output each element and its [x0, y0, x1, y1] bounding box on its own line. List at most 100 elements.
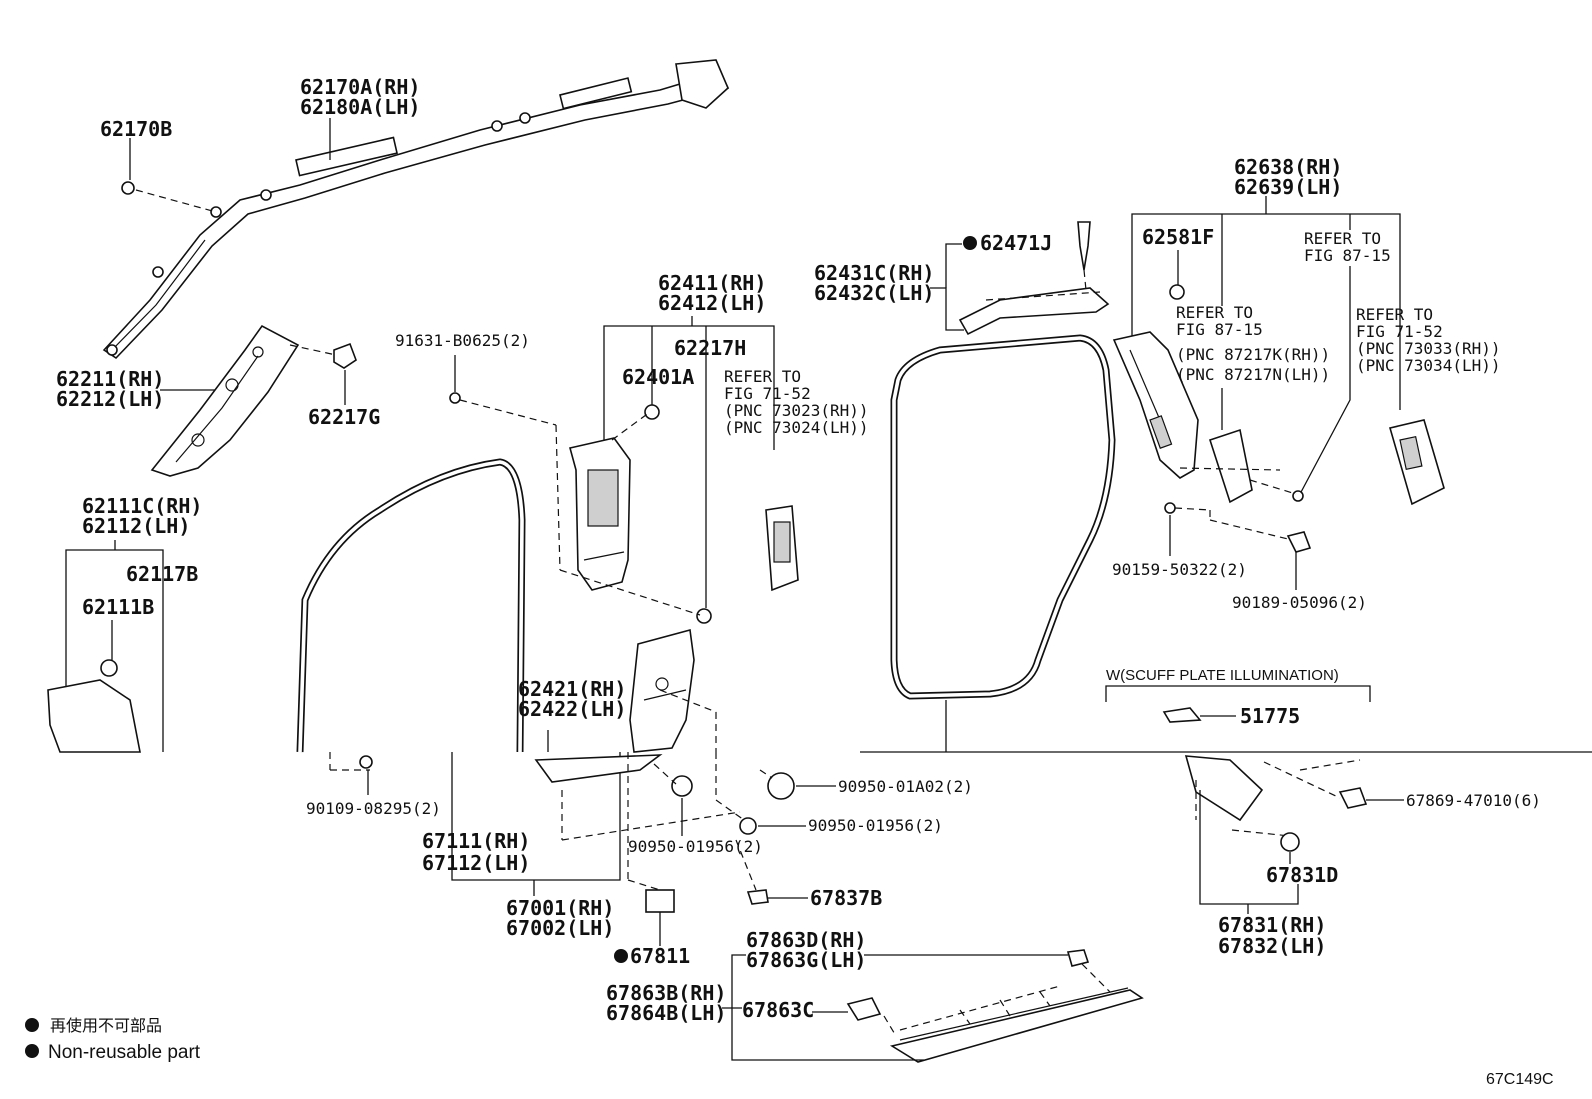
label-91631: 91631-B0625(2) [395, 331, 530, 350]
label-62170a: 62170A(RH) [300, 75, 420, 99]
rear-scuff-part [1184, 755, 1264, 822]
label-refer-7152b-1: REFER TO [1356, 305, 1433, 324]
label-62401a: 62401A [622, 365, 694, 389]
screw-part [1292, 490, 1304, 502]
clip-62581f-part [1169, 284, 1185, 300]
scuff-plate-part [889, 989, 1144, 1063]
label-67111: 67111(RH) [422, 829, 530, 853]
label-62422: 62422(LH) [518, 697, 626, 721]
label-90109: 90109-08295(2) [306, 799, 441, 818]
label-refer-8715b-2: FIG 87-15 [1304, 246, 1391, 265]
label-67831d: 67831D [1266, 863, 1338, 887]
label-62111c: 62111C(RH) [82, 494, 202, 518]
label-62411: 62411(RH) [658, 271, 766, 295]
label-90950-01a02: 90950-01A02(2) [838, 777, 973, 796]
clip-62217g-part [333, 342, 357, 369]
label-67001: 67001(RH) [506, 896, 614, 920]
clip-67863d-part [1066, 949, 1090, 967]
label-62432c: 62432C(LH) [814, 281, 934, 305]
bolt-91631-part [449, 392, 461, 404]
label-62639: 62639(LH) [1234, 175, 1342, 199]
hole-plug-90950a-part [767, 772, 795, 800]
label-62421: 62421(RH) [518, 677, 626, 701]
quarter-pillar-garnish-part [1112, 331, 1199, 479]
center-pillar-upper-garnish-part [569, 437, 631, 591]
label-62217h: 62217H [674, 336, 746, 360]
label-90950-01956-b: 90950-01956(2) [808, 816, 943, 835]
label-refer-8715a-2: FIG 87-15 [1176, 320, 1263, 339]
clip-62471j-part [1077, 221, 1091, 271]
label-refer-7152a-3: (PNC 73023(RH)) [724, 401, 869, 420]
label-62180a: 62180A(LH) [300, 95, 420, 119]
label-scuff-illumination: W(SCUFF PLATE ILLUMINATION) [1106, 667, 1339, 684]
clip-62217h-part [696, 608, 712, 624]
label-62471j: 62471J [980, 231, 1052, 255]
diagram-id: 67C149C [1486, 1071, 1554, 1088]
label-67837b: 67837B [810, 886, 882, 910]
clip-67863c-part [846, 997, 882, 1021]
non-reusable-mark [963, 236, 977, 250]
label-67832: 67832(LH) [1218, 934, 1326, 958]
label-67831: 67831(RH) [1218, 913, 1326, 937]
door-lower-trim-part [534, 754, 663, 783]
label-67864b: 67864B(LH) [606, 1001, 726, 1025]
label-67112: 67112(LH) [422, 851, 530, 875]
clip-67831d-part [1280, 832, 1300, 852]
label-62111b: 62111B [82, 595, 154, 619]
cowl-side-trim-part [47, 679, 141, 753]
label-90159: 90159-50322(2) [1112, 560, 1247, 579]
label-refer-8715b-1: REFER TO [1304, 229, 1381, 248]
label-62212: 62212(LH) [56, 387, 164, 411]
label-refer-7152a-4: (PNC 73024(LH)) [724, 418, 869, 437]
label-62581f: 62581F [1142, 225, 1214, 249]
screw-90159-part [1164, 502, 1176, 514]
label-62211: 62211(RH) [56, 367, 164, 391]
legend: 再使用不可部品 Non-reusable part [25, 1017, 201, 1063]
label-62117b: 62117B [126, 562, 198, 586]
label-90950-01956-c: 90950-01956(2) [628, 837, 763, 856]
clip-62111b-part [100, 659, 118, 677]
label-90189: 90189-05096(2) [1232, 593, 1367, 612]
label-refer-7152b-4: (PNC 73034(LH)) [1356, 356, 1501, 375]
clip-67869-part [1338, 787, 1368, 809]
clip-67837b-part [746, 889, 769, 905]
front-pillar-garnish-part [150, 324, 300, 477]
legend-text-en: Non-reusable part [48, 1042, 201, 1063]
clip-90189-part [1286, 531, 1312, 553]
label-62412: 62412(LH) [658, 291, 766, 315]
clip-62401a-part [644, 404, 660, 420]
roof-side-inner-trim-part [958, 287, 1110, 336]
non-reusable-mark [614, 949, 628, 963]
label-62170b: 62170B [100, 117, 172, 141]
legend-bullet-en [25, 1044, 39, 1058]
label-67863c: 67863C [742, 998, 814, 1022]
legend-bullet-jp [25, 1018, 39, 1032]
curtain-airbag-part [102, 59, 730, 360]
part-labels: 62170A(RH) 62180A(LH) 62170B 62211(RH) 6… [56, 75, 1541, 1025]
label-67869: 67869-47010(6) [1406, 791, 1541, 810]
label-62638: 62638(RH) [1234, 155, 1342, 179]
clip-90109-part [359, 755, 373, 769]
label-51775: 51775 [1240, 704, 1300, 728]
label-refer-7152a-1: REFER TO [724, 367, 801, 386]
label-refer-7152a-2: FIG 71-52 [724, 384, 811, 403]
front-door-weatherstrip-part [296, 458, 526, 753]
label-67811: 67811 [630, 944, 690, 968]
label-refer-7152b-2: FIG 71-52 [1356, 322, 1443, 341]
hole-plug-part [671, 775, 693, 797]
scuff-illumination-part [1162, 707, 1202, 723]
hook-part [1208, 428, 1253, 504]
clip-62170b-part [121, 181, 135, 195]
legend-text-jp: 再使用不可部品 [50, 1017, 162, 1035]
label-67863d: 67863D(RH) [746, 928, 866, 952]
label-refer-7152b-3: (PNC 73033(RH)) [1356, 339, 1501, 358]
label-62217g: 62217G [308, 405, 380, 429]
label-refer-8715a-4: (PNC 87217N(LH)) [1176, 365, 1330, 384]
hole-plug-90950b-part [739, 817, 757, 835]
label-refer-8715a-1: REFER TO [1176, 303, 1253, 322]
label-67863g: 67863G(LH) [746, 948, 866, 972]
rear-door-weatherstrip-part [890, 334, 1116, 700]
label-67863b: 67863B(RH) [606, 981, 726, 1005]
